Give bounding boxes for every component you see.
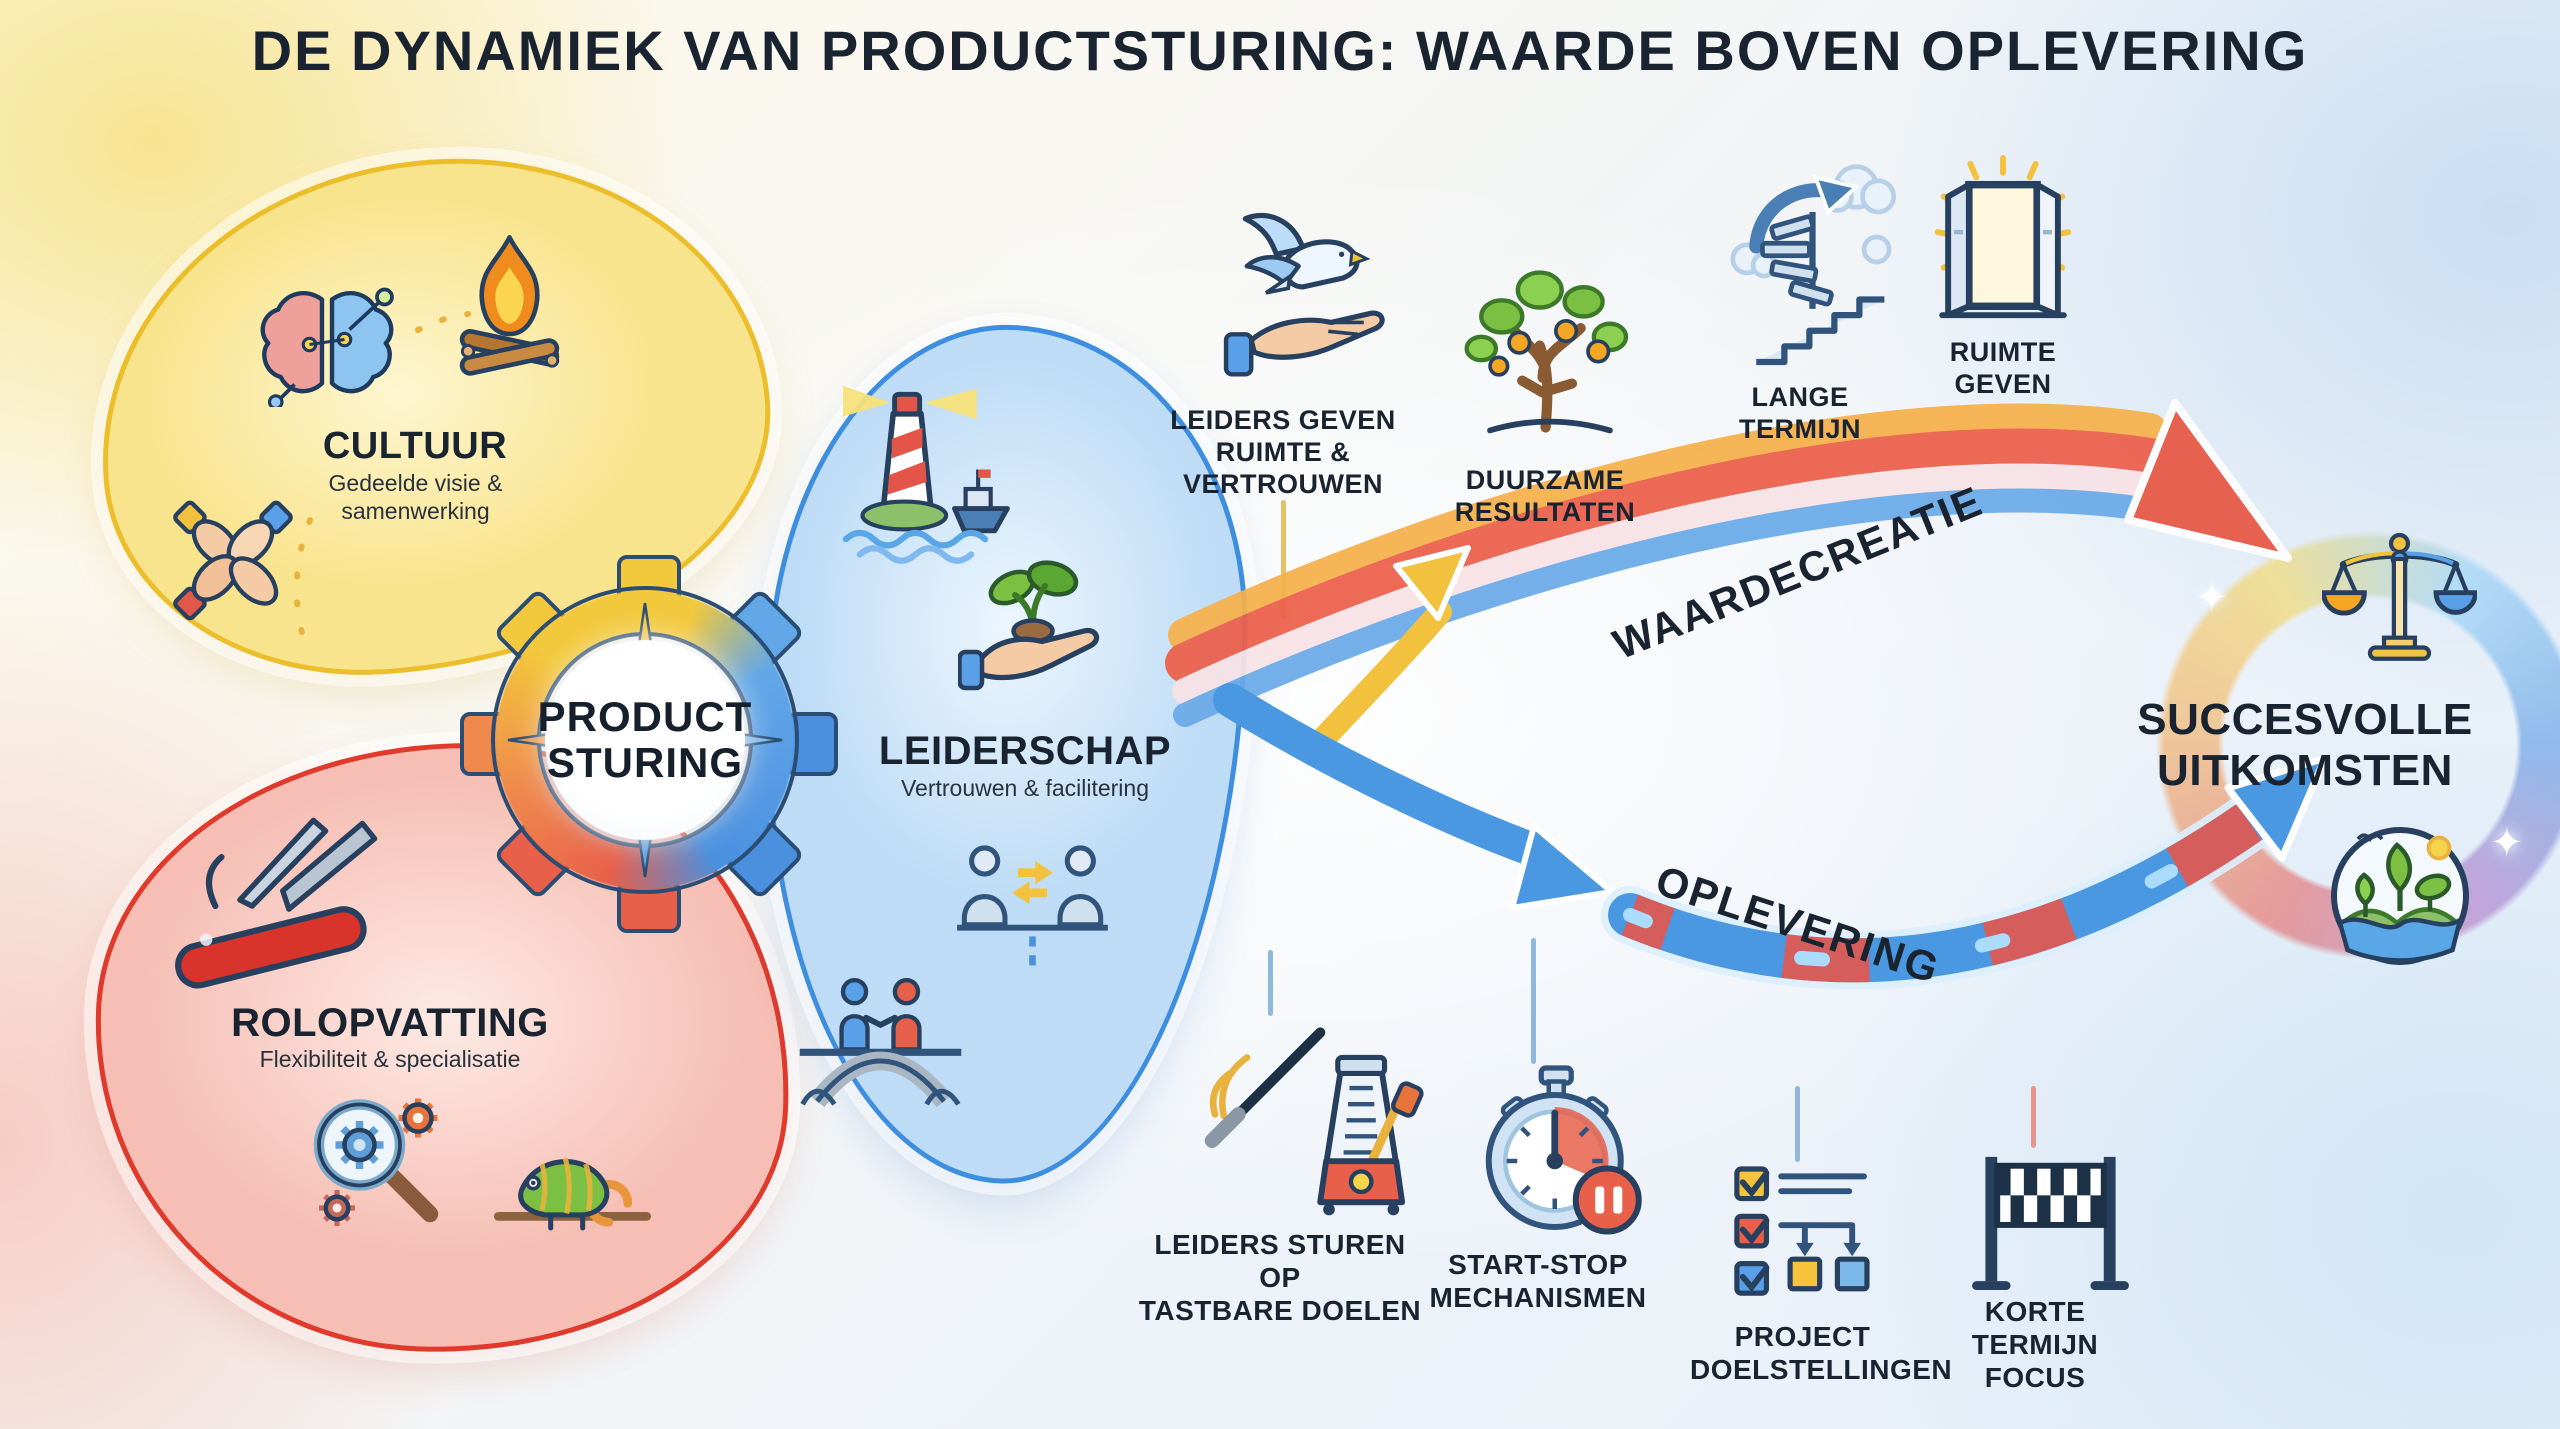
outcome-title: SUCCESVOLLE UITKOMSTEN <box>2137 695 2473 795</box>
product-sturing-line1: PRODUCT <box>537 692 753 740</box>
delivery-down-arrow <box>1213 683 1615 911</box>
leiderschap-subtitle: Vertrouwen & facilitering <box>900 775 1149 801</box>
hands-together-icon <box>158 488 308 633</box>
value-item-label-lange-termijn: LANGE TERMIJN <box>1738 382 1861 444</box>
page-title: DE DYNAMIEK VAN PRODUCTSTURING: WAARDE B… <box>251 19 2309 82</box>
leiderschap-title: LEIDERSCHAP <box>878 729 1172 773</box>
campfire-icon <box>452 225 567 390</box>
delivery-item-label-project: PROJECT DOELSTELLINGEN <box>1690 1321 1953 1386</box>
chameleon-icon <box>490 1100 655 1260</box>
split-brain-icon <box>252 282 402 410</box>
connector-line <box>1268 950 1273 1016</box>
value-item-label-leiders-geven: LEIDERS GEVEN RUIMTE & VERTROUWEN <box>1170 405 1396 499</box>
oplevering-pipeline <box>1601 754 2329 990</box>
product-sturing-node: PRODUCT STURING <box>538 640 751 840</box>
compass-gear-icon: PRODUCT STURING <box>450 545 840 935</box>
magnifier-gears-icon <box>295 1085 460 1235</box>
connector-line <box>1795 1086 1800 1162</box>
sparkle-icon: ✦ <box>2195 576 2229 620</box>
checklist-flow-icon <box>1728 1162 1898 1312</box>
value-up-arrow <box>1313 545 1471 749</box>
finish-banner-icon <box>1968 1148 2133 1293</box>
product-sturing-line2: STURING <box>547 739 743 786</box>
connector-line <box>2031 1086 2036 1148</box>
rolopvatting-subtitle: Flexibiliteit & specialisatie <box>259 1046 521 1072</box>
cultuur-subtitle: Gedeelde visie & samenwerking <box>328 470 503 524</box>
dotted-accent <box>415 311 471 333</box>
waardecreatie-arrow-band <box>1165 399 2292 727</box>
dotted-accent <box>293 517 313 649</box>
dove-hand-icon <box>1218 198 1403 398</box>
spiral-stairs-icon <box>1725 152 1900 372</box>
delivery-item-label-leiders-sturen: LEIDERS STUREN OP TASTBARE DOELEN <box>1138 1229 1422 1327</box>
hand-seedling-icon <box>957 556 1108 706</box>
cultuur-title: CULTUUR <box>322 425 508 467</box>
balance-scales-icon <box>2321 528 2478 663</box>
handshake-bridge-icon <box>793 960 968 1110</box>
delivery-item-label-start-stop: START-STOP MECHANISMEN <box>1429 1249 1647 1314</box>
people-exchange-icon <box>945 832 1120 977</box>
metronome-icon <box>1185 1015 1435 1227</box>
rolopvatting-title: ROLOPVATTING <box>231 1001 549 1045</box>
sparkle-icon: ✦ <box>2490 821 2524 865</box>
connector-line <box>1531 938 1536 1064</box>
stopwatch-pause-icon <box>1468 1062 1643 1242</box>
connector-line <box>1281 500 1286 618</box>
fruit-tree-icon <box>1455 255 1645 445</box>
delivery-item-label-korte-termijn: KORTE TERMIJN FOCUS <box>1971 1296 2099 1394</box>
value-item-label-duurzame: DUURZAME RESULTATEN <box>1454 465 1636 527</box>
lighthouse-ship-icon <box>833 372 1023 567</box>
eco-landscape-icon <box>2325 818 2475 968</box>
value-item-label-ruimte-geven: RUIMTE GEVEN <box>1949 337 2057 399</box>
open-door-icon <box>1928 155 2078 330</box>
swiss-army-knife-icon <box>148 808 393 998</box>
